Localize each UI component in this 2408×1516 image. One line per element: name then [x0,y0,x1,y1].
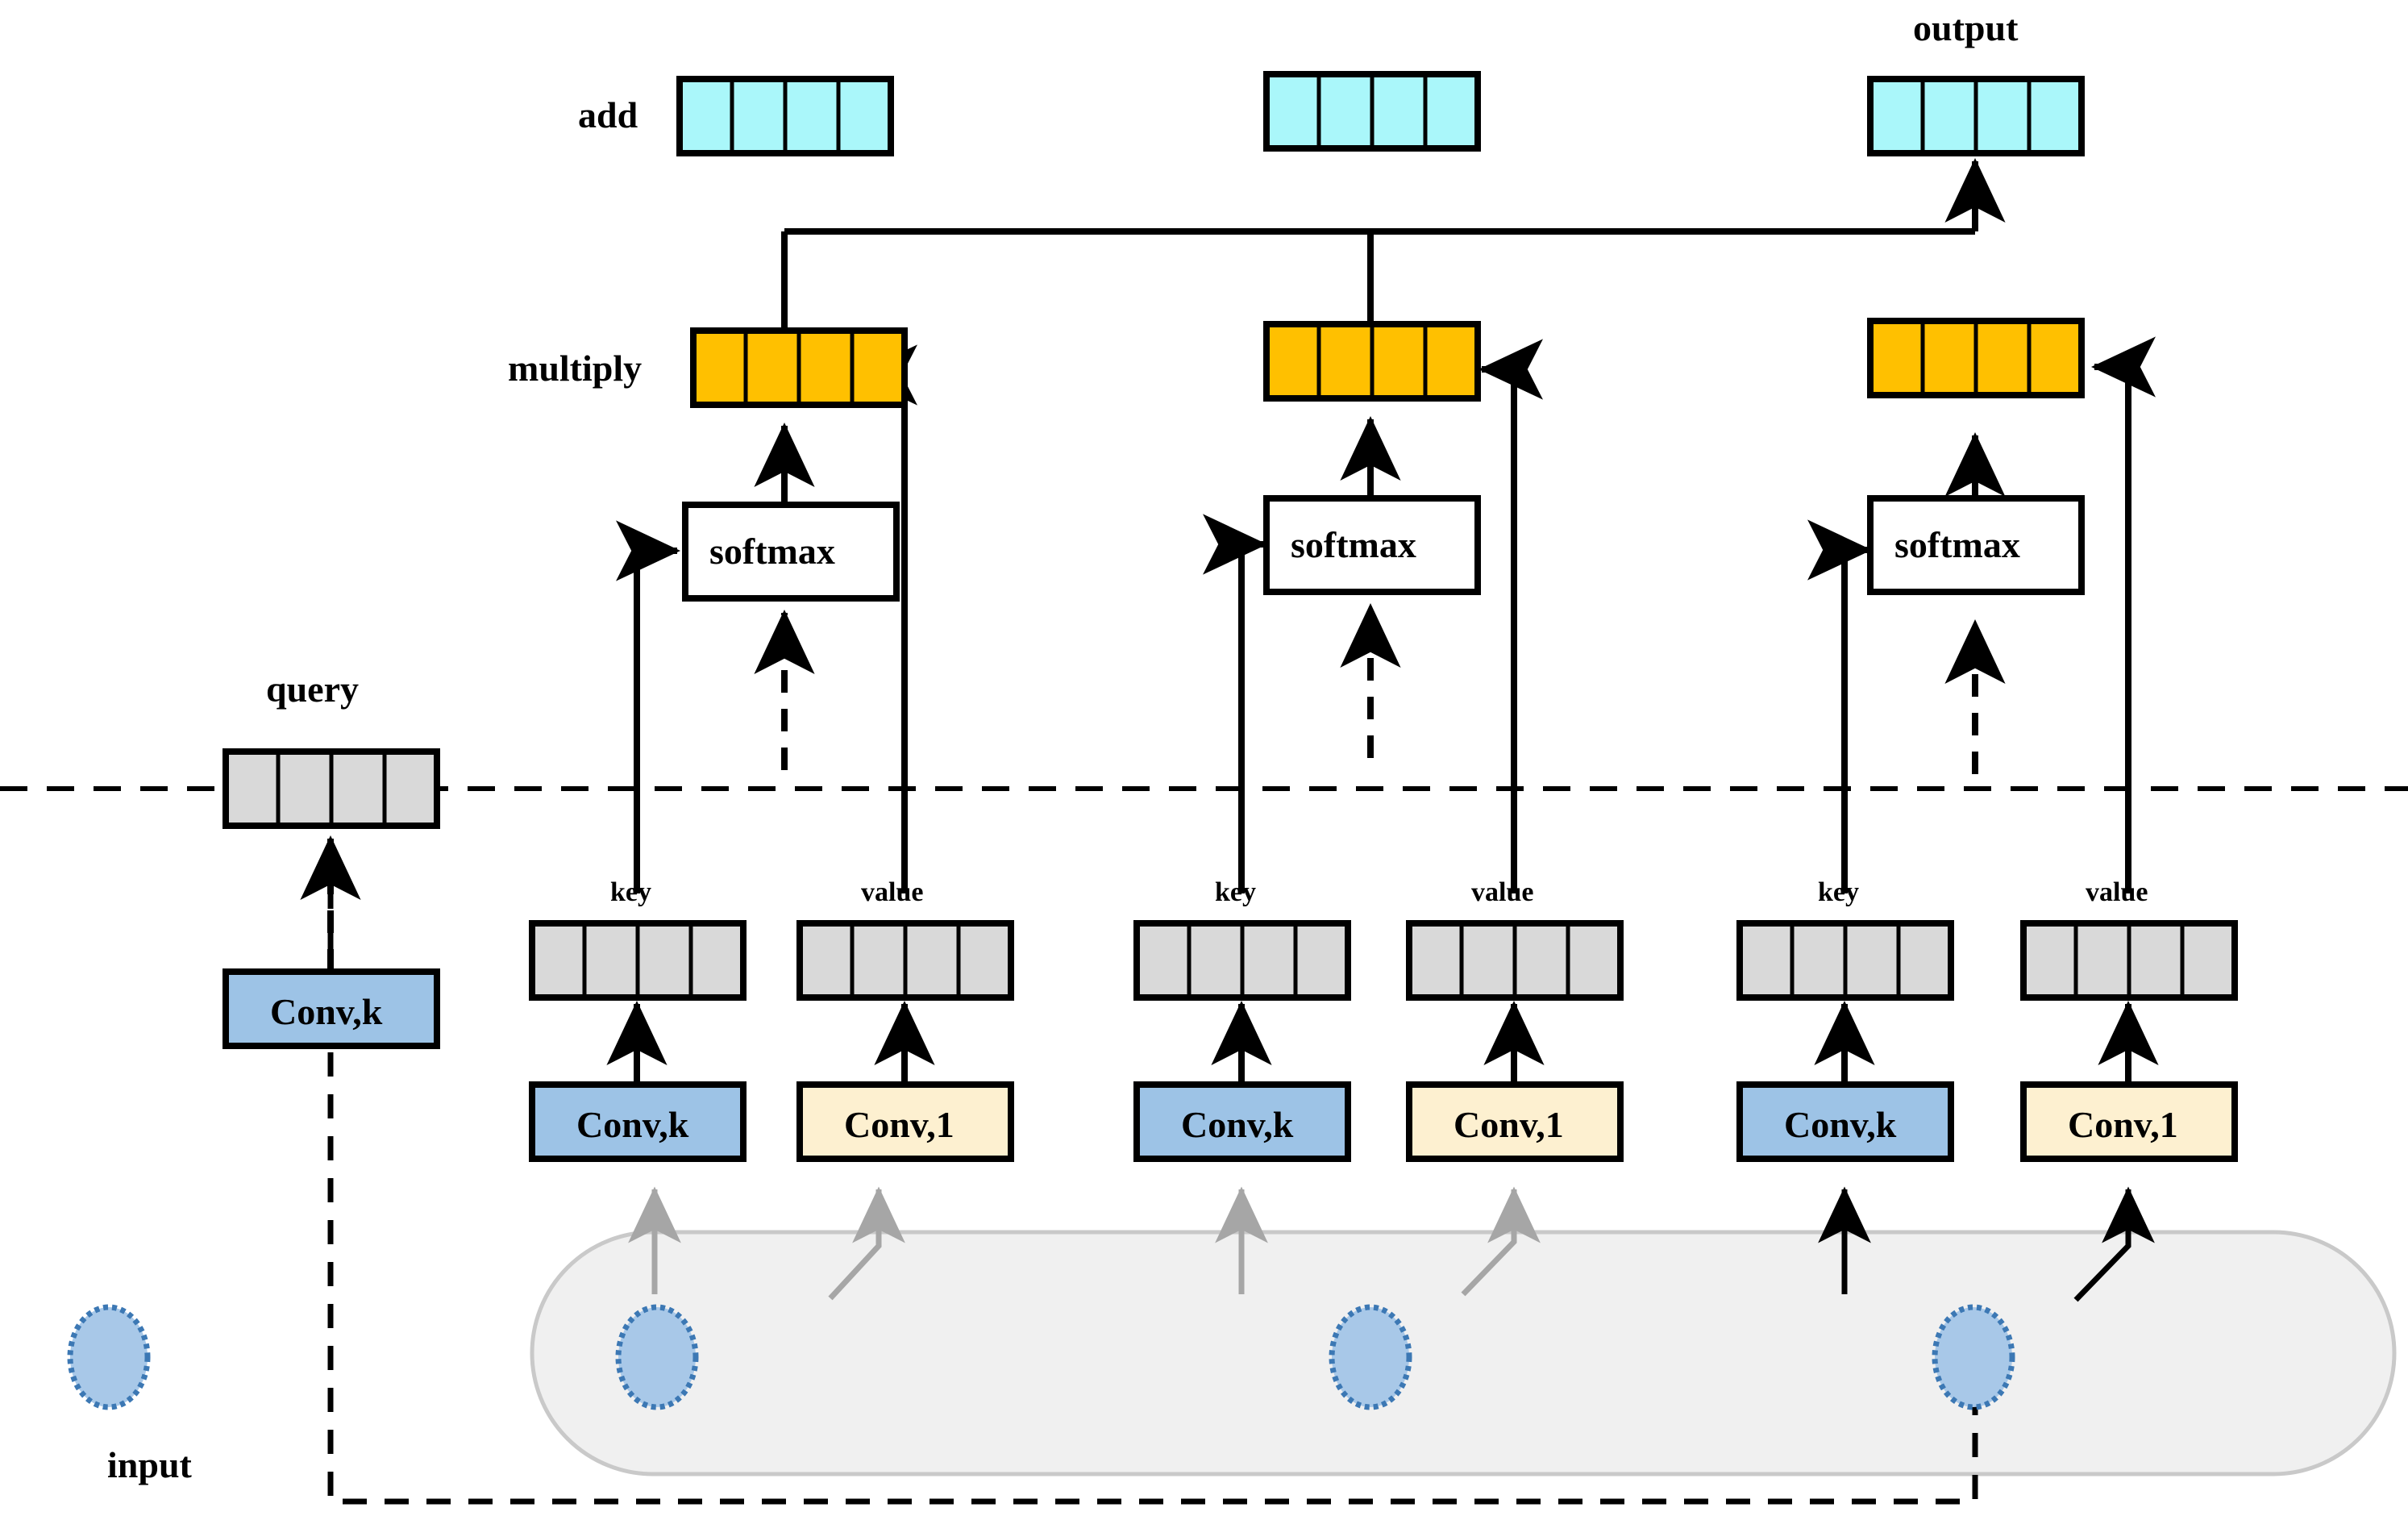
key-tensor-1 [529,920,747,1001]
value-tensor-3 [2020,920,2238,1001]
conv-label-value-2: Conv,1 [1454,1104,1564,1145]
conv-box-value-1 [796,1081,1014,1162]
label-value-2: value [1471,877,1534,907]
value-tensor-2 [1406,920,1624,1001]
context-link-3-value [2073,1186,2155,1302]
label-softmax-1: softmax [709,531,835,572]
add-tensor-2 [1263,71,1481,152]
conv-box-value-3 [2020,1081,2238,1162]
label-softmax-3: softmax [1894,524,2020,565]
label-output: output [1913,7,2019,48]
label-multiply: multiply [508,348,643,389]
softmax-box-1 [682,502,900,602]
multiply-tensor-3 [1867,318,2085,398]
context-link-1-value [828,1186,905,1301]
label-value-1: value [861,877,924,907]
conv-label-value-1: Conv,1 [844,1104,954,1145]
context-circle-1 [615,1304,699,1410]
conv-box-key-2 [1133,1081,1351,1162]
key2-to-softmax2 [1203,514,1267,893]
conv-label-key-1: Conv,k [576,1104,689,1145]
conv-label-query: Conv,k [270,991,383,1032]
value2-to-multiply2 [1478,339,1543,893]
conv-box-key-1 [529,1081,747,1162]
key-tensor-3 [1736,920,1954,1001]
label-value-3: value [2086,877,2148,907]
label-softmax-2: softmax [1291,524,1416,565]
context-circle-3 [1932,1304,2015,1410]
key-tensor-2 [1133,920,1351,1001]
label-query: query [266,668,359,710]
softmax-box-2 [1263,495,1481,595]
context-region-container [530,1230,2397,1476]
context-link-2-value [1461,1186,1541,1297]
key1-to-softmax1 [616,520,680,893]
value-tensor-1 [796,920,1014,1001]
conv-box-value-2 [1406,1081,1624,1162]
label-input: input [107,1444,192,1485]
conv-box-key-3 [1736,1081,1954,1162]
value3-to-multiply3 [2091,336,2156,893]
label-key-1: key [610,877,651,907]
input-feedback-dashed-path [327,847,1978,1505]
label-key-2: key [1215,877,1256,907]
query-tensor [223,748,440,829]
label-key-3: key [1818,877,1859,907]
add-tensor-1 [676,76,894,156]
input-circle [67,1304,151,1410]
softmax-box-3 [1867,495,2085,595]
multiply-tensor-1 [690,327,908,408]
multiply-tensor-2 [1263,321,1481,402]
key3-to-softmax3 [1807,519,1872,893]
conv-box-query [223,968,440,1049]
output-tensor [1867,76,2085,156]
conv-label-key-2: Conv,k [1181,1104,1294,1145]
conv-label-key-3: Conv,k [1784,1104,1897,1145]
value1-to-multiply1 [853,344,917,893]
conv-label-value-3: Conv,1 [2068,1104,2178,1145]
label-add: add [578,94,638,135]
context-circle-2 [1329,1304,1412,1410]
